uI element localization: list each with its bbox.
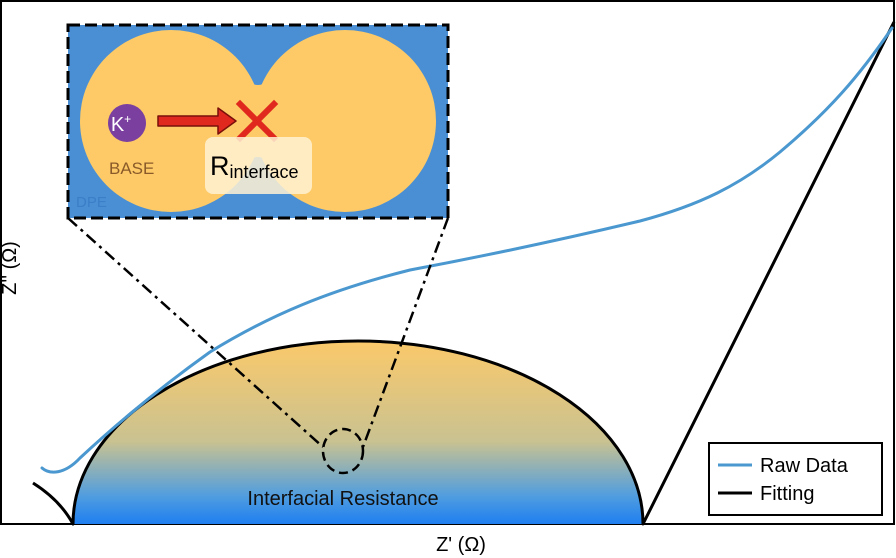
ion-superscript: + — [124, 112, 131, 126]
legend-label-raw: Raw Data — [760, 455, 849, 477]
transport-arrow — [157, 107, 237, 135]
ion-label: K+ — [111, 112, 131, 136]
inset-box: K+ Rinterface BASE DPE — [66, 23, 450, 220]
raw-data-line — [40, 26, 894, 474]
blocked-x-icon — [235, 99, 279, 143]
legend: Raw Data Fitting — [708, 442, 883, 516]
x-axis-label: Z' (Ω) — [436, 534, 486, 556]
zoom-connector-left — [67, 217, 324, 448]
base-label: BASE — [109, 159, 154, 178]
ion-circle — [108, 104, 146, 142]
legend-label-fit: Fitting — [760, 483, 814, 505]
inset-border — [66, 23, 450, 220]
semicircle-fill — [73, 341, 643, 524]
r-interface-subscript: interface — [230, 162, 299, 182]
r-interface-bg — [205, 137, 312, 194]
zoom-connector-right — [361, 217, 450, 448]
zoom-ellipse — [321, 427, 365, 475]
fitting-line — [32, 21, 896, 526]
semicircle-label: Interfacial Resistance — [247, 488, 438, 510]
dpe-label: DPE — [76, 194, 107, 211]
r-interface-label: Rinterface — [210, 151, 299, 182]
y-axis-label: Z'' (Ω) — [0, 241, 21, 295]
